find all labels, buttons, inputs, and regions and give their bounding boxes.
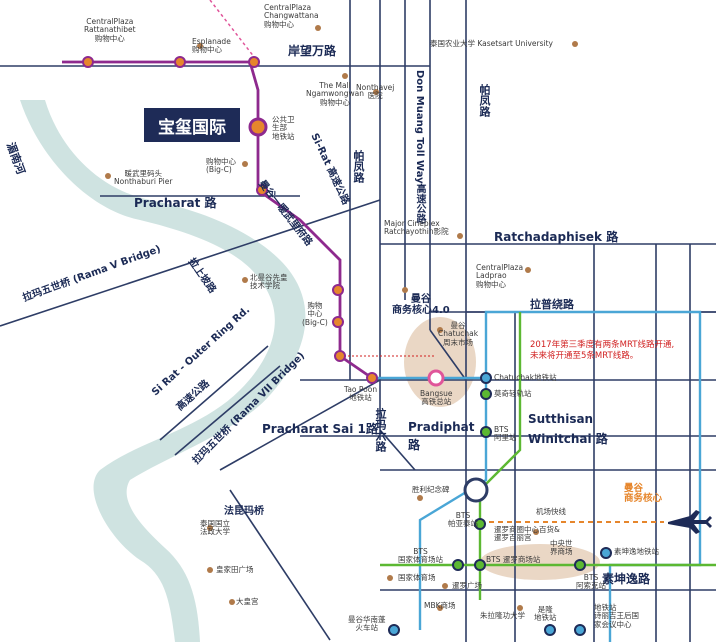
mrt-expansion-note: 2017年第三季度有两条MRT线路开通, 未来将开通至5条MRT线路。 [530,340,675,362]
station-silom [544,624,556,636]
station-national-stadium [452,559,464,571]
airplane-icon [668,510,712,534]
station-qsncc [574,624,586,636]
chao-phraya-river [20,100,306,642]
pink-dashed-line [209,0,259,63]
station-asok [574,559,586,571]
station-esplanade [174,56,186,68]
station-junction [248,56,260,68]
station-purple-3 [332,316,344,328]
project-highlight-box: 宝玺国际 [144,108,240,142]
station-mo-chit [480,388,492,400]
station-purple-1 [256,184,268,196]
station-siam [474,559,486,571]
business-core-north [404,317,476,407]
station-hualamphong [388,624,400,636]
victory-monument [463,477,489,503]
station-purple-4 [334,350,346,362]
station-phaya-thai [474,518,486,530]
bts-green-line [380,312,716,600]
stations [82,56,612,636]
station-chatuchak [480,372,492,384]
poi-dots [105,25,578,611]
project-name: 宝玺国际 [158,117,226,138]
station-tao-poon [366,372,378,384]
business-core-south [480,544,600,580]
station-purple-2 [332,284,344,296]
station-ministry-health [248,117,268,137]
station-bangsue [427,369,445,387]
station-ari [480,426,492,438]
station-rattanathibet [82,56,94,68]
station-sukhumvit [600,547,612,559]
